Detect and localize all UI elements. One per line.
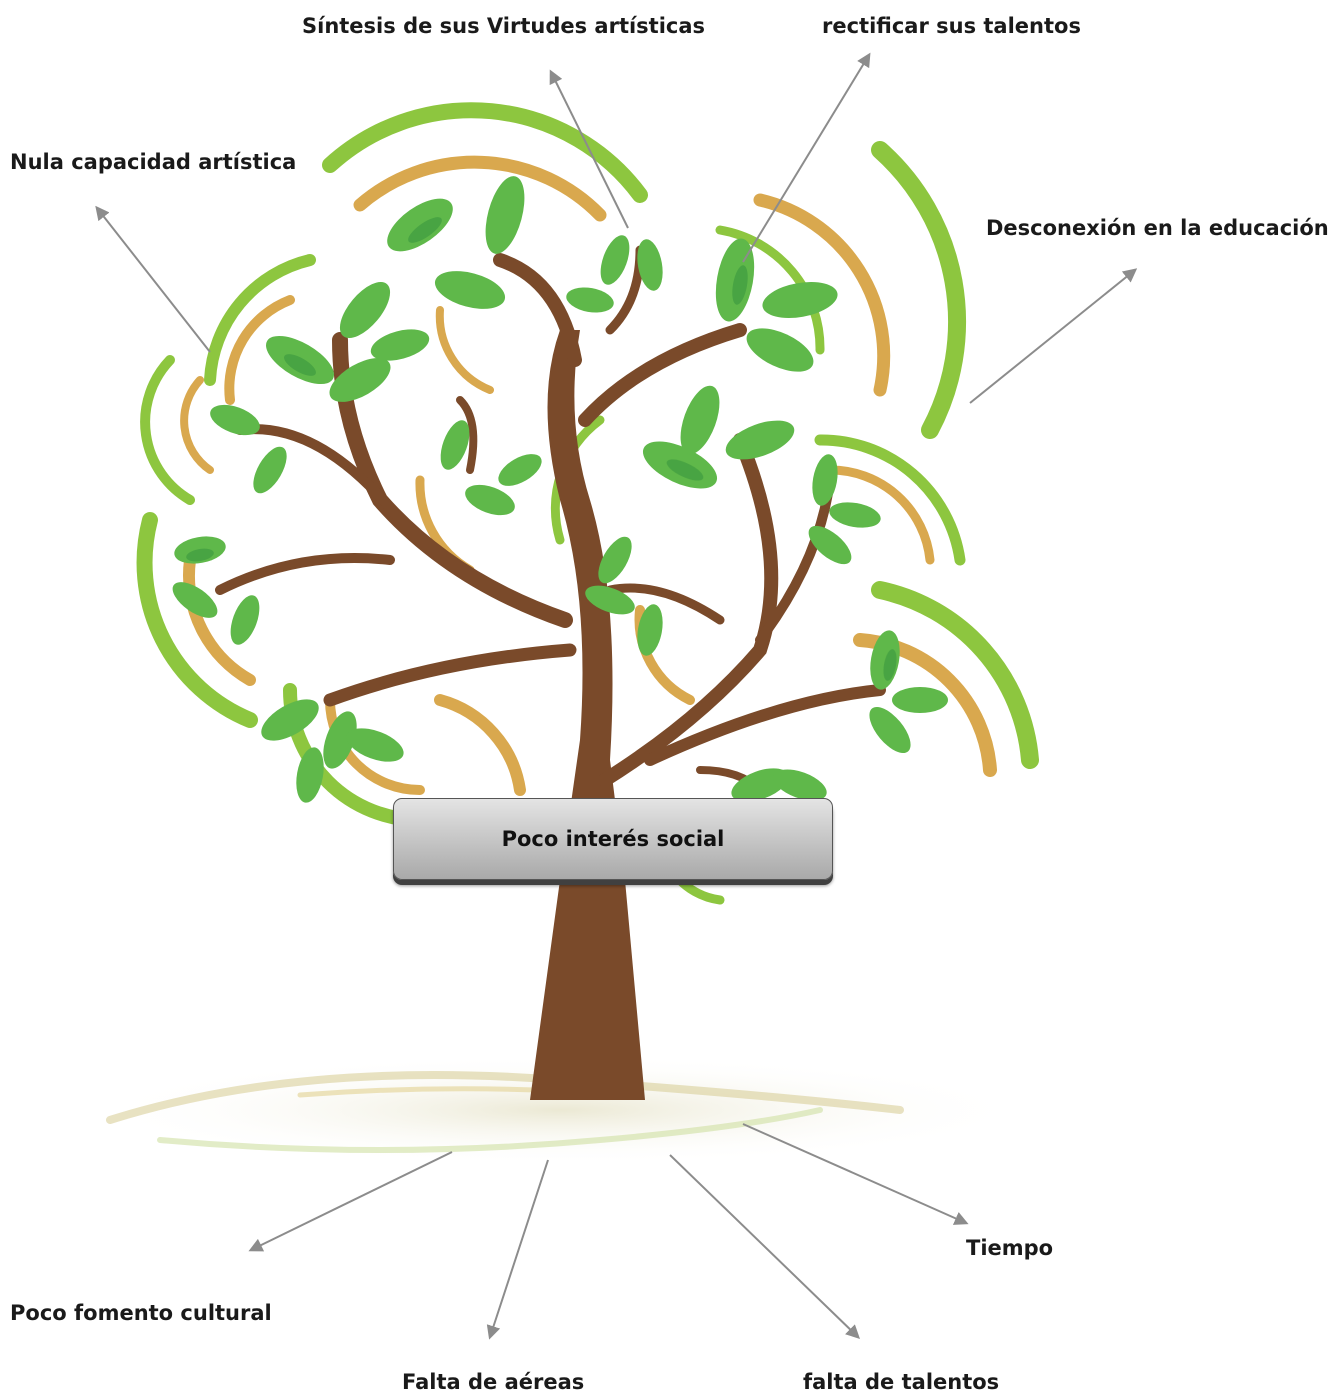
arrow-tiempo — [742, 1123, 969, 1225]
label-falta-aereas: Falta de aéreas — [402, 1370, 585, 1394]
center-problem-box: Poco interés social — [393, 798, 833, 880]
tree-trunk — [530, 330, 645, 1100]
tree-branches — [215, 245, 886, 794]
label-falta-talentos: falta de talentos — [803, 1370, 1000, 1394]
arrows — [95, 52, 1138, 1340]
swirls — [136, 102, 1039, 905]
label-tiempo: Tiempo — [966, 1236, 1054, 1260]
label-sintesis-virtudes: Síntesis de sus Virtudes artísticas — [302, 14, 706, 38]
arrow-fomento — [248, 1151, 453, 1252]
arrow-rectificar — [742, 52, 871, 263]
arrow-aereas — [486, 1159, 549, 1340]
arrow-talentos — [669, 1154, 861, 1339]
tree-leaves — [172, 176, 948, 803]
arrow-nula — [95, 205, 211, 353]
label-nula-capacidad: Nula capacidad artística — [10, 150, 297, 174]
arrow-sintesis — [549, 69, 629, 229]
label-poco-fomento: Poco fomento cultural — [10, 1301, 272, 1325]
label-desconexion-educacion: Desconexión en la educación — [986, 216, 1329, 240]
arrow-desconexion — [969, 268, 1138, 404]
center-problem-label: Poco interés social — [501, 827, 725, 851]
label-rectificar-talentos: rectificar sus talentos — [822, 14, 1081, 38]
